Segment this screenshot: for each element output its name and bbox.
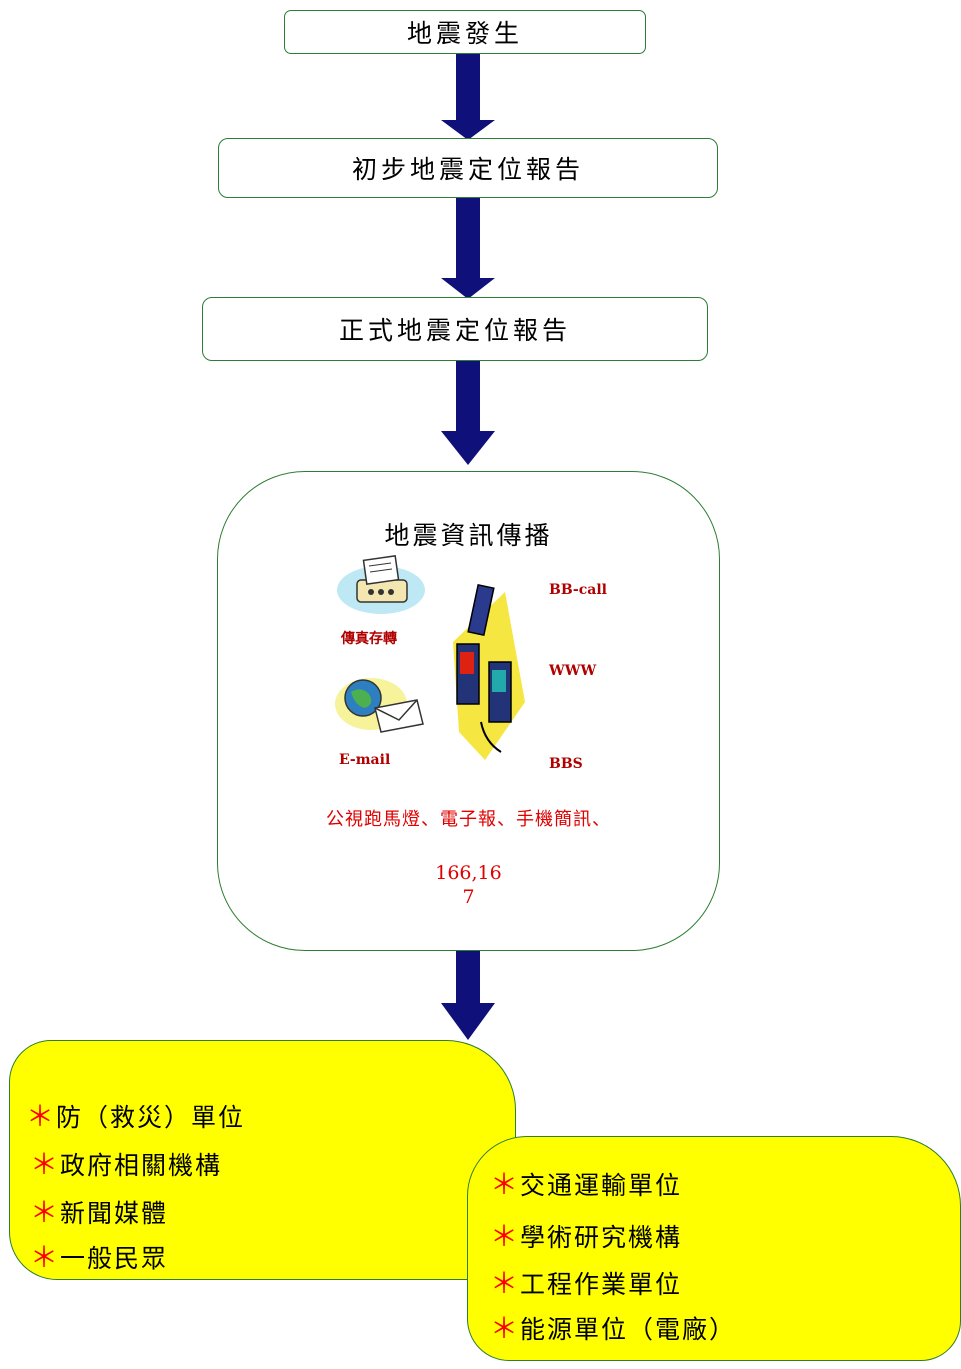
asterisk-icon: ＊ [490, 1312, 521, 1345]
asterisk-icon: ＊ [30, 1241, 61, 1274]
step-label: 正式地震定位報告 [338, 316, 571, 345]
email-label: E-mail [339, 752, 391, 768]
asterisk-icon: ＊ [26, 1100, 57, 1133]
recipient-item: ＊能源單位（電廠） [490, 1312, 737, 1345]
step-official-report: 正式地震定位報告 [202, 297, 708, 361]
recipient-item: ＊學術研究機構 [490, 1220, 683, 1253]
dissemination-box: 地震資訊傳播 傳真存轉 E-mail [217, 471, 720, 951]
recipients-left-box: ＊防（救災）單位 ＊政府相關機構 ＊新聞媒體 ＊一般民眾 [9, 1040, 516, 1280]
www-label: WWW [549, 663, 597, 679]
hotline-numbers-line1: 166,16 [435, 862, 502, 884]
recipient-item: ＊工程作業單位 [490, 1267, 683, 1300]
bbs-label: BBS [549, 756, 583, 772]
recipient-item: ＊新聞媒體 [30, 1196, 169, 1229]
asterisk-icon: ＊ [30, 1148, 61, 1181]
bbcall-label: BB-call [549, 582, 607, 598]
computers-icon [453, 583, 525, 760]
step-label: 初步地震定位報告 [351, 155, 584, 184]
step-earthquake-occurs: 地震發生 [284, 10, 646, 54]
recipient-item: ＊交通運輸單位 [490, 1168, 683, 1201]
asterisk-icon: ＊ [490, 1267, 521, 1300]
fax-label: 傳真存轉 [341, 631, 397, 647]
channels-text: 公視跑馬燈、電子報、手機簡訊、 [326, 809, 611, 830]
recipients-right-box: ＊交通運輸單位 ＊學術研究機構 ＊工程作業單位 ＊能源單位（電廠） [467, 1136, 961, 1361]
asterisk-icon: ＊ [490, 1168, 521, 1201]
arrow-down-2 [441, 198, 495, 299]
dissemination-clipart: 傳真存轉 E-mail BB-call WWW BBS [317, 552, 627, 774]
step-preliminary-report: 初步地震定位報告 [218, 138, 718, 198]
arrow-down-4 [441, 943, 495, 1040]
recipient-item: ＊政府相關機構 [30, 1148, 223, 1181]
arrow-down-1 [441, 54, 495, 140]
asterisk-icon: ＊ [30, 1196, 61, 1229]
dissemination-title: 地震資訊傳播 [384, 521, 553, 550]
asterisk-icon: ＊ [490, 1220, 521, 1253]
email-icon [335, 678, 424, 733]
hotline-numbers-line2: 7 [462, 886, 475, 908]
arrow-down-3 [441, 361, 495, 465]
step-label: 地震發生 [406, 19, 523, 48]
recipient-item: ＊一般民眾 [30, 1241, 169, 1274]
fax-icon [337, 555, 425, 614]
recipient-item: ＊防（救災）單位 [26, 1100, 246, 1133]
